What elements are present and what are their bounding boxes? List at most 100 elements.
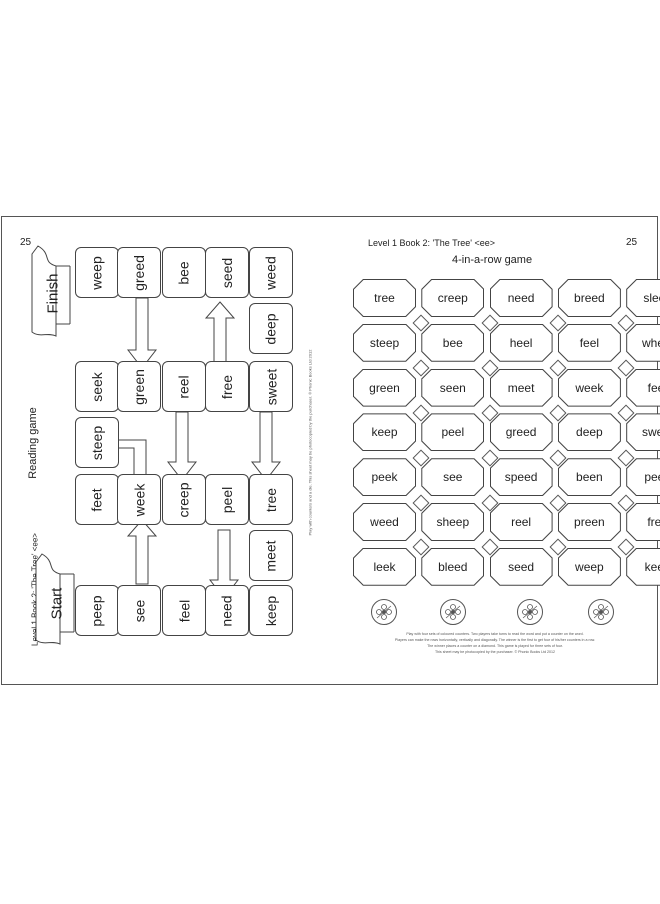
word-cell[interactable]: tree bbox=[353, 279, 416, 317]
word-cell-label: keen bbox=[644, 559, 660, 574]
board-square: weed bbox=[249, 247, 293, 298]
board-square-word: see bbox=[130, 599, 147, 622]
word-cell-label: feet bbox=[647, 380, 660, 395]
word-cell[interactable]: weep bbox=[557, 547, 621, 586]
word-cell[interactable]: peek bbox=[353, 458, 416, 497]
word-cell[interactable]: breed bbox=[557, 279, 621, 317]
board-square-word: tree bbox=[263, 487, 279, 512]
board-square: peep bbox=[75, 585, 119, 636]
right-page-number: 25 bbox=[626, 237, 638, 248]
board-square: meet bbox=[249, 530, 293, 581]
counter bbox=[371, 599, 397, 625]
word-cell-label: sweet bbox=[642, 425, 660, 440]
word-cell-label: seen bbox=[439, 380, 466, 395]
word-cell[interactable]: peep bbox=[626, 458, 660, 497]
board-square: creep bbox=[162, 474, 206, 525]
word-cell[interactable]: been bbox=[557, 458, 621, 497]
word-cell[interactable]: bee bbox=[421, 323, 485, 362]
counter bbox=[440, 599, 466, 625]
word-cell[interactable]: reel bbox=[489, 503, 553, 541]
left-page-number: 25 bbox=[20, 237, 32, 248]
word-cell[interactable]: green bbox=[353, 368, 416, 407]
board-square-word: green bbox=[131, 368, 147, 405]
flower-icon bbox=[593, 604, 609, 620]
board-square: feel bbox=[162, 585, 206, 636]
word-cell[interactable]: sweet bbox=[626, 413, 660, 452]
word-cell[interactable]: bleed bbox=[421, 547, 485, 586]
word-cell[interactable]: feet bbox=[626, 368, 660, 407]
word-cell-label: creep bbox=[437, 291, 468, 305]
word-cell[interactable]: speed bbox=[489, 458, 553, 497]
word-cell[interactable]: leek bbox=[353, 547, 416, 586]
board-square-word: creep bbox=[176, 481, 192, 518]
reading-game-title: Reading game bbox=[27, 407, 39, 479]
game-instructions: Play with four sets of coloured counters… bbox=[360, 631, 630, 655]
board-square-word: peep bbox=[89, 594, 105, 627]
word-cell-label: heel bbox=[509, 335, 533, 350]
board-square-word: need bbox=[219, 594, 235, 627]
board-square: steep bbox=[75, 417, 119, 468]
board-square-word: weep bbox=[89, 255, 105, 290]
left-copyright: Play with counters and a die. This sheet… bbox=[307, 349, 313, 536]
board-square: bee bbox=[162, 247, 206, 298]
board-square-word: peel bbox=[219, 486, 235, 513]
word-cell[interactable]: greed bbox=[489, 413, 553, 452]
word-cell[interactable]: sheep bbox=[421, 503, 485, 541]
word-cell[interactable]: deep bbox=[557, 413, 621, 452]
word-cell[interactable]: meet bbox=[489, 368, 553, 407]
board-square-word: meet bbox=[263, 539, 279, 572]
word-cell[interactable]: keep bbox=[353, 413, 416, 452]
word-cell[interactable]: seed bbox=[489, 547, 553, 586]
board-square: need bbox=[205, 585, 249, 636]
word-cell-label: speed bbox=[504, 470, 538, 485]
word-cell[interactable]: wheel bbox=[626, 323, 660, 362]
word-cell-label: tree bbox=[374, 291, 395, 305]
board-square-word: greed bbox=[131, 254, 147, 291]
board-square: keep bbox=[249, 585, 293, 636]
board-square: reel bbox=[162, 361, 206, 412]
word-cell-label: peel bbox=[441, 425, 465, 440]
arrow-up-icon bbox=[126, 519, 158, 585]
instruction-line: The winner places a counter on a diamond… bbox=[427, 644, 563, 648]
word-cell-label: wheel bbox=[642, 335, 660, 350]
word-cell-label: free bbox=[647, 515, 660, 529]
word-cell[interactable]: need bbox=[489, 279, 553, 317]
word-cell-label: sleep bbox=[643, 291, 660, 305]
board-square-word: steep bbox=[89, 425, 105, 460]
word-cell[interactable]: peel bbox=[421, 413, 485, 452]
word-cell-label: steep bbox=[369, 335, 400, 350]
word-cell[interactable]: week bbox=[557, 368, 621, 407]
board-square: deep bbox=[249, 303, 293, 354]
counter bbox=[588, 599, 614, 625]
start-flag-icon bbox=[35, 553, 75, 645]
word-cell-label: week bbox=[575, 380, 604, 395]
flower-icon bbox=[445, 604, 461, 620]
right-page-header: Level 1 Book 2: 'The Tree' <ee> bbox=[368, 238, 496, 248]
board-square-word: keep bbox=[262, 595, 279, 626]
word-cell[interactable]: free bbox=[626, 503, 660, 541]
instruction-line: Play with four sets of coloured counters… bbox=[406, 632, 584, 636]
board-square: sweet bbox=[249, 361, 293, 412]
word-cell[interactable]: feel bbox=[557, 323, 621, 362]
word-cell[interactable]: steep bbox=[353, 323, 416, 362]
word-cell[interactable]: seen bbox=[421, 368, 485, 407]
word-cell[interactable]: keen bbox=[626, 547, 660, 586]
board-square: week bbox=[117, 474, 161, 525]
word-cell[interactable]: see bbox=[421, 458, 485, 497]
word-cell[interactable]: heel bbox=[489, 323, 553, 362]
word-cell-label: greed bbox=[505, 425, 537, 440]
word-cell-label: peep bbox=[644, 470, 660, 485]
word-cell-label: weed bbox=[370, 515, 399, 529]
counter bbox=[517, 599, 543, 625]
board-square-word: reel bbox=[175, 374, 192, 399]
board-square: tree bbox=[249, 474, 293, 525]
word-cell-label: keep bbox=[371, 425, 398, 440]
word-cell[interactable]: weed bbox=[353, 503, 416, 541]
arrow-up-icon bbox=[204, 301, 236, 363]
word-cell-label: need bbox=[507, 291, 535, 305]
finish-flag-icon bbox=[31, 245, 71, 337]
word-cell[interactable]: sleep bbox=[626, 279, 660, 317]
board-square-word: weed bbox=[263, 255, 279, 290]
word-cell[interactable]: preen bbox=[557, 503, 621, 541]
word-cell[interactable]: creep bbox=[421, 279, 485, 317]
